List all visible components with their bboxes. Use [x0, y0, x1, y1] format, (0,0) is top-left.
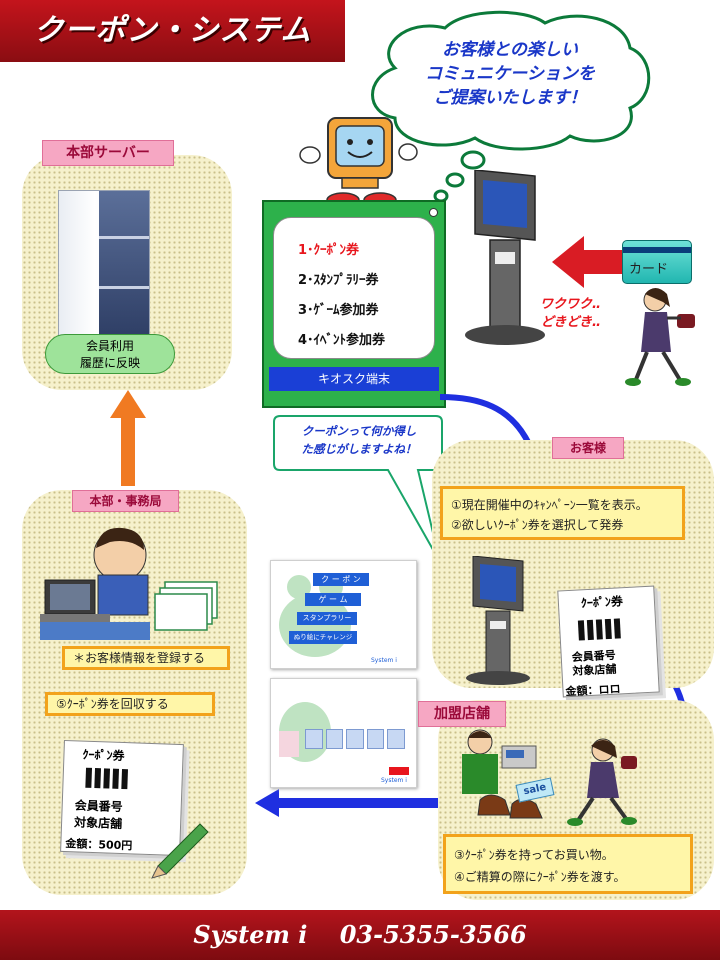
- kiosk-terminal-icon: [465, 170, 545, 345]
- kiosk-menu: 1･ｸｰﾎﾟﾝ券 2･ｽﾀﾝﾌﾟﾗﾘｰ券 3･ｹﾞｰﾑ参加券 4･ｲﾍﾞﾝﾄ参加…: [273, 217, 435, 359]
- cloud-line: お客様との楽しい: [442, 40, 578, 60]
- cloud-line: コミュニケーションを: [425, 64, 595, 84]
- kiosk-menu-item-event[interactable]: 4･ｲﾍﾞﾝﾄ参加券: [298, 333, 386, 348]
- excited-line: ワクワク‥: [540, 297, 601, 312]
- coupon-thumb-icon: [279, 731, 299, 757]
- kiosk-panel: 1･ｸｰﾎﾟﾝ券 2･ｽﾀﾝﾌﾟﾗﾘｰ券 3･ｹﾞｰﾑ参加券 4･ｲﾍﾞﾝﾄ参加…: [262, 200, 446, 408]
- flow-arrow-store-to-office: [255, 789, 450, 817]
- screen-button-game[interactable]: ゲ ー ム: [305, 593, 361, 606]
- kiosk-menu-item-coupon[interactable]: 1･ｸｰﾎﾟﾝ券: [298, 243, 360, 258]
- store-label: 加盟店舗: [418, 701, 506, 727]
- screen-button-coloring[interactable]: ぬり絵にチャレンジ: [289, 631, 357, 644]
- kiosk-menu-item-game[interactable]: 3･ｹﾞｰﾑ参加券: [298, 303, 379, 318]
- cloud-message: お客様との楽しい コミュニケーションを ご提案いたします！: [390, 38, 630, 110]
- speech-text: クーポンって何か得し た感じがしますよね！: [280, 422, 438, 458]
- barcode-icon: [85, 767, 131, 790]
- office-note-collect: ⑤ｸｰﾎﾟﾝ券を回収する: [45, 692, 215, 716]
- coupon-left-info: 会員番号 対象店舗: [74, 797, 123, 833]
- kiosk-menu-item-stamp-rally[interactable]: 2･ｽﾀﾝﾌﾟﾗﾘｰ券: [298, 273, 379, 288]
- upload-arrow-icon: [110, 390, 146, 486]
- coupon-left-amount: 金額：500円: [65, 837, 133, 853]
- office-note-register: ＊お客様情報を登録する: [62, 646, 230, 670]
- store-steps-box: ③ｸｰﾎﾟﾝ券を持ってお買い物。 ④ご精算の際にｸｰﾎﾟﾝ券を渡す。: [443, 834, 693, 894]
- speech-line: た感じがしますよね！: [301, 442, 417, 456]
- screen-brand: System i: [371, 657, 397, 664]
- screen-brand: System i: [381, 777, 407, 784]
- coupon-thumb-icon[interactable]: [305, 729, 323, 749]
- customer-step-1: ①現在開催中のｷｬﾝﾍﾟｰﾝ一覧を表示。: [451, 498, 648, 512]
- coupon-right-line2: 対象店舗: [572, 662, 617, 678]
- kiosk-close-icon: [429, 208, 438, 217]
- coupon-left-title: ｸｰﾎﾟﾝ券: [82, 747, 125, 764]
- store-step-4: ④ご精算の際にｸｰﾎﾟﾝ券を渡す。: [454, 870, 626, 884]
- store-step-3: ③ｸｰﾎﾟﾝ券を持ってお買い物。: [454, 848, 614, 862]
- card-icon: カード: [622, 240, 692, 284]
- server-icon: [58, 190, 150, 337]
- page-title: クーポン・システム: [0, 0, 345, 62]
- thought-cloud: [371, 10, 651, 203]
- running-woman-icon: [625, 288, 695, 386]
- cloud-line: ご提案いたします！: [433, 88, 587, 108]
- coupon-right-amount: 金額：ロロ: [565, 682, 621, 699]
- mascot-icon: [299, 117, 418, 208]
- speech-line: クーポンって何か得し: [301, 424, 417, 438]
- cashier-icon: [462, 729, 543, 819]
- coupon-right-info: 会員番号 対象店舗: [571, 649, 616, 679]
- screen-button-stamp-rally[interactable]: スタンプラリー: [297, 612, 357, 625]
- coupon-thumb-row: [305, 729, 405, 749]
- server-bubble: 会員利用 履歴に反映: [45, 334, 175, 374]
- kiosk-screen-menu: ク ー ポ ン ゲ ー ム スタンプラリー ぬり絵にチャレンジ System i: [270, 560, 417, 669]
- kiosk-footer-label: キオスク端末: [269, 367, 439, 391]
- pencil-icon: [151, 823, 209, 879]
- screen-button-coupon[interactable]: ク ー ポ ン: [313, 573, 369, 586]
- coupon-thumb-icon[interactable]: [346, 729, 364, 749]
- customer-steps-box: ①現在開催中のｷｬﾝﾍﾟｰﾝ一覧を表示。 ②欲しいｸｰﾎﾟﾝ券を選択して発券: [440, 486, 685, 540]
- office-label: 本部・事務局: [72, 490, 179, 512]
- coupon-right-title: ｸｰﾎﾟﾝ券: [580, 594, 624, 611]
- card-insert-arrow-icon: [552, 236, 630, 288]
- coupon-left-line1: 会員番号: [74, 798, 123, 815]
- server-bubble-line: 履歴に反映: [79, 356, 140, 370]
- kiosk-screen-coupon-list: System i: [270, 678, 417, 788]
- server-bubble-line: 会員利用: [85, 339, 134, 353]
- coupon-left-line2: 対象店舗: [73, 815, 123, 832]
- shopping-woman-icon: [567, 738, 637, 826]
- excited-line: どきどき‥: [540, 315, 601, 330]
- kiosk-terminal-small-icon: [466, 556, 530, 685]
- coupon-thumb-icon[interactable]: [387, 729, 405, 749]
- coupon-thumb-icon[interactable]: [325, 729, 344, 749]
- hq-server-label: 本部サーバー: [42, 140, 174, 166]
- excited-text: ワクワク‥ どきどき‥: [540, 296, 601, 332]
- back-button[interactable]: [389, 767, 409, 775]
- coupon-thumb-icon[interactable]: [366, 729, 385, 749]
- customer-label: お客様: [552, 437, 624, 459]
- office-worker-icon: [40, 527, 218, 640]
- footer-bar: System i 03-5355-3566: [0, 910, 720, 960]
- customer-step-2: ②欲しいｸｰﾎﾟﾝ券を選択して発券: [451, 518, 624, 532]
- card-label: カード: [629, 262, 669, 277]
- barcode-icon: [577, 618, 624, 641]
- coupon-ticket-right: ｸｰﾎﾟﾝ券 会員番号 対象店舗 金額：ロロ: [557, 585, 660, 699]
